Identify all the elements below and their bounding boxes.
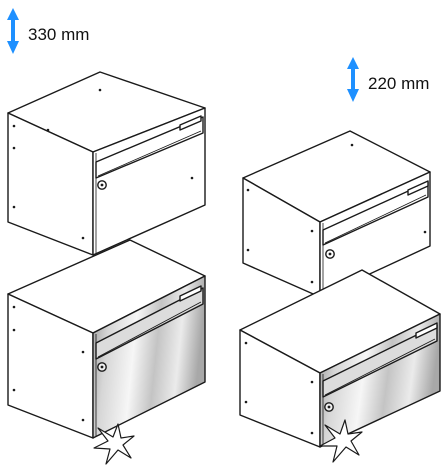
mailbox-tall-steel — [7, 239, 206, 465]
tall-height-label: 330 mm — [28, 25, 89, 44]
name-plate — [407, 180, 429, 196]
sparkle-icon — [319, 419, 363, 463]
mail-slot — [322, 181, 429, 246]
mail-slot — [95, 116, 204, 179]
lock-icon — [97, 180, 107, 190]
mailbox-tall-white — [7, 71, 206, 256]
sparkle-icon — [93, 423, 135, 465]
short-height-label: 220 mm — [368, 74, 429, 93]
name-plate — [179, 285, 202, 302]
box-front — [92, 107, 206, 256]
mailbox-short-steel — [239, 269, 441, 463]
lock-icon — [97, 362, 107, 372]
dimension-tall: 330 mm — [7, 8, 89, 54]
lock-icon — [324, 402, 334, 412]
name-plate — [415, 322, 438, 339]
height-arrow-icon — [7, 8, 19, 54]
mailbox-short-white — [242, 130, 431, 298]
name-plate — [179, 115, 202, 131]
mail-slot — [322, 324, 438, 398]
height-arrow-icon — [347, 57, 359, 102]
mail-slot — [95, 287, 204, 360]
lock-icon — [325, 249, 335, 259]
dimension-short: 220 mm — [347, 57, 429, 102]
